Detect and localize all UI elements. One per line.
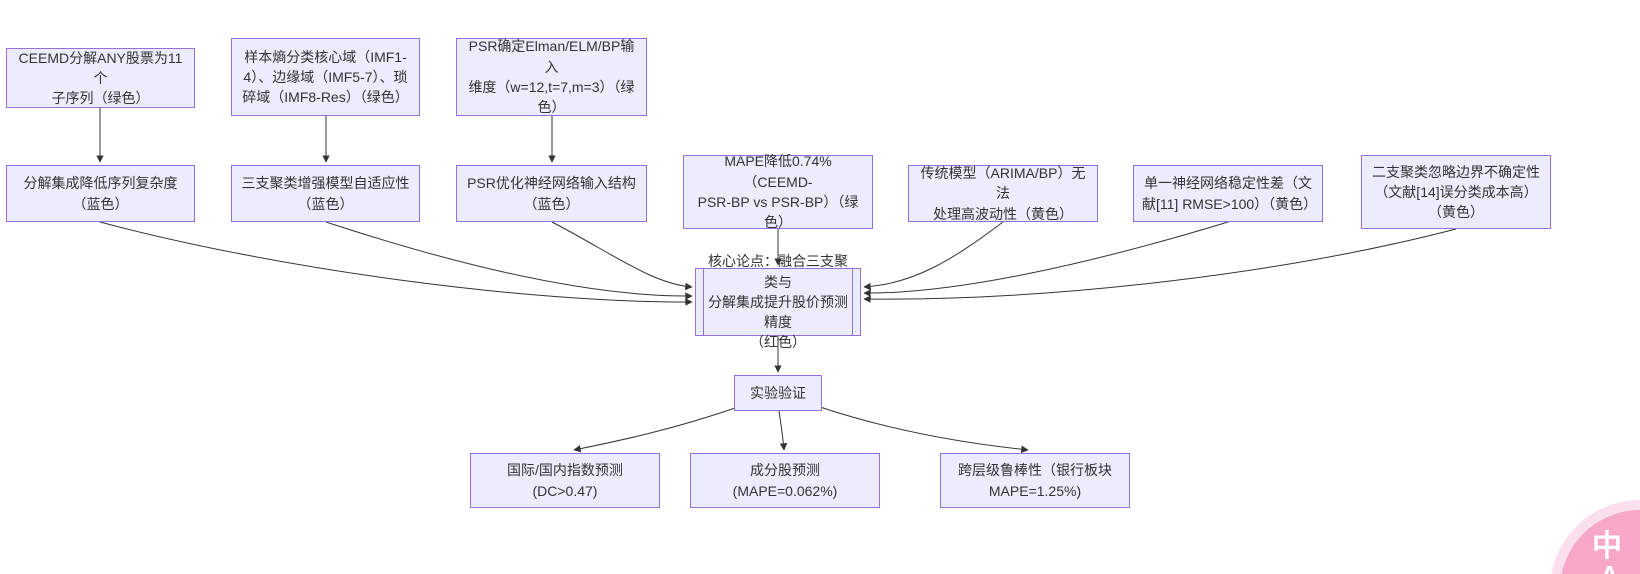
edge-decomp-core (99, 221, 693, 306)
edge-singlenn-core (863, 221, 1229, 297)
edge-psropt-core (551, 221, 693, 291)
node-label: 单一神经网络稳定性差（文 献[11] RMSE>100）（黄色） (1142, 175, 1318, 212)
edge-traditional-core (863, 221, 1004, 291)
node-component-stock-prediction: 成分股预测 (MAPE=0.062%) (690, 453, 880, 508)
node-ceemd-decompose: CEEMD分解ANY股票为11个 子序列（绿色） (6, 48, 195, 108)
node-mape-improvement: MAPE降低0.74%（CEEMD- PSR-BP vs PSR-BP）（绿 色… (683, 153, 873, 230)
node-label: 样本熵分类核心域（IMF1- 4）、边缘域（IMF5-7）、琐 碎域（IMF8-… (242, 48, 409, 106)
node-label: PSR确定Elman/ELM/BP输入 维度（w=12,t=7,m=3）（绿 色… (468, 38, 635, 116)
node-three-way-clustering: 三支聚类增强模型自适应性 （蓝色） (231, 165, 420, 222)
node-label: 跨层级鲁棒性（银行板块 MAPE=1.25%) (958, 462, 1112, 499)
node-label: 实验验证 (750, 384, 806, 401)
node-two-way-clustering: 二支聚类忽略边界不确定性 （文献[14]误分类成本高） （黄色） (1361, 155, 1551, 229)
node-core-thesis: 核心论点：融合三支聚类与 分解集成提升股价预测精度 （红色） (695, 253, 861, 350)
node-cross-level-robustness: 跨层级鲁棒性（银行板块 MAPE=1.25%) (940, 453, 1130, 508)
node-index-prediction: 国际/国内指数预测 (DC>0.47) (470, 453, 660, 508)
node-label: 核心论点：融合三支聚类与 分解集成提升股价预测精度 （红色） (708, 253, 848, 351)
node-label: CEEMD分解ANY股票为11个 子序列（绿色） (18, 49, 183, 107)
node-label: 分解集成降低序列复杂度 （蓝色） (23, 175, 178, 212)
node-label: 二支聚类忽略边界不确定性 （文献[14]误分类成本高） （黄色） (1372, 163, 1540, 221)
node-label: 三支聚类增强模型自适应性 （蓝色） (241, 175, 410, 212)
edge-threeway-core (325, 221, 693, 300)
edge-verify-index (573, 405, 742, 453)
edge-twoway-core (863, 228, 1457, 303)
edge-verify-component (778, 410, 788, 451)
node-psr-input-dimension: PSR确定Elman/ELM/BP输入 维度（w=12,t=7,m=3）（绿 色… (456, 38, 647, 116)
node-decomposition-ensemble: 分解集成降低序列复杂度 （蓝色） (6, 165, 195, 222)
translate-icon-latin: A (1600, 562, 1619, 574)
translate-icon: 中 (1592, 530, 1622, 563)
edge-verify-robust (816, 405, 1029, 454)
node-single-neural-network: 单一神经网络稳定性差（文 献[11] RMSE>100）（黄色） (1133, 165, 1323, 222)
node-label: MAPE降低0.74%（CEEMD- PSR-BP vs PSR-BP）（绿 色… (697, 153, 859, 231)
node-psr-optimize: PSR优化神经网络输入结构 （蓝色） (456, 165, 647, 222)
node-label: PSR优化神经网络输入结构 （蓝色） (467, 175, 636, 212)
node-label: 传统模型（ARIMA/BP）无法 处理高波动性（黄色） (920, 165, 1086, 222)
node-label: 成分股预测 (MAPE=0.062%) (732, 462, 838, 499)
node-experiment-verification: 实验验证 (734, 375, 822, 411)
node-label: 国际/国内指数预测 (DC>0.47) (507, 462, 623, 499)
node-traditional-model: 传统模型（ARIMA/BP）无法 处理高波动性（黄色） (908, 165, 1098, 222)
node-sample-entropy: 样本熵分类核心域（IMF1- 4）、边缘域（IMF5-7）、琐 碎域（IMF8-… (231, 38, 420, 116)
